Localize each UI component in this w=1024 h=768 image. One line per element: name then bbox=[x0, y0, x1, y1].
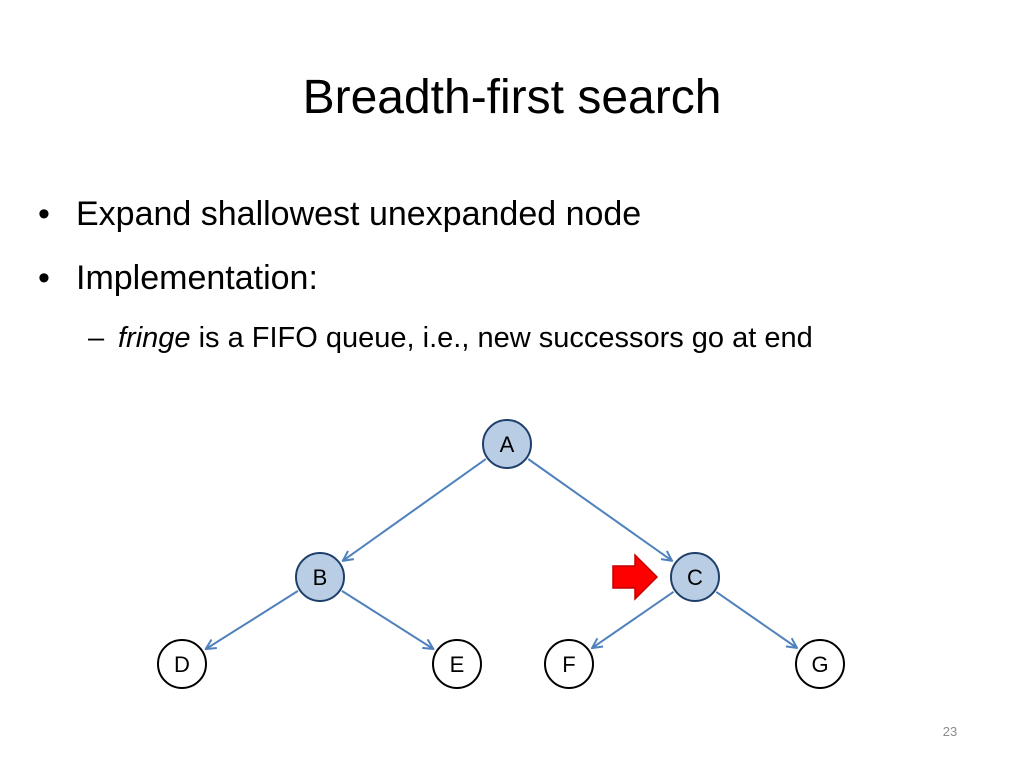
sub-bullet-marker: – bbox=[88, 322, 105, 354]
tree-nodes: A B C D E F G bbox=[157, 419, 845, 689]
tree-node-circle bbox=[544, 639, 594, 689]
bullet-marker: • bbox=[38, 259, 50, 297]
sub-bullet-text: is a FIFO queue, i.e., new successors go… bbox=[190, 322, 813, 354]
tree-node-circle bbox=[432, 639, 482, 689]
sub-bullet-emphasis: fringe bbox=[118, 322, 191, 354]
sub-bullet-item: –fringe is a FIFO queue, i.e., new succe… bbox=[0, 316, 1024, 360]
tree-node-circle bbox=[670, 552, 720, 602]
tree-node-circle bbox=[157, 639, 207, 689]
tree-node-label: D bbox=[174, 652, 190, 677]
tree-edge-a-c bbox=[527, 458, 672, 561]
tree-pointer bbox=[612, 553, 659, 601]
tree-node-circle bbox=[295, 552, 345, 602]
slide-title: Breadth-first search bbox=[302, 71, 722, 124]
tree-node-label: F bbox=[562, 652, 575, 677]
tree-node-d: D bbox=[157, 639, 207, 689]
bullet-item: • Implementation: bbox=[0, 252, 1024, 316]
tree-edge-a-b bbox=[343, 458, 487, 561]
tree-node-a: A bbox=[482, 419, 532, 469]
tree-node-b: B bbox=[295, 552, 345, 602]
tree-node-f: F bbox=[544, 639, 594, 689]
tree-node-label: E bbox=[450, 652, 465, 677]
tree-edge-c-f bbox=[592, 590, 675, 648]
red-arrow-icon bbox=[612, 553, 659, 601]
tree-node-e: E bbox=[432, 639, 482, 689]
tree-node-c: C bbox=[670, 552, 720, 602]
tree-edge-b-e bbox=[341, 590, 434, 649]
bullet-text: Implementation: bbox=[76, 259, 318, 297]
bullet-list: • Expand shallowest unexpanded node • Im… bbox=[0, 188, 1024, 360]
tree-edges bbox=[206, 458, 797, 649]
tree-edge-b-d bbox=[206, 590, 299, 649]
tree-node-label: C bbox=[687, 565, 703, 590]
tree-node-label: B bbox=[313, 565, 328, 590]
bullet-text: Expand shallowest unexpanded node bbox=[76, 195, 642, 233]
tree-node-circle bbox=[482, 419, 532, 469]
tree-node-label: A bbox=[500, 432, 515, 457]
tree-node-label: G bbox=[811, 652, 828, 677]
page-number: 23 bbox=[942, 724, 958, 739]
tree-edge-c-g bbox=[715, 591, 797, 648]
tree-node-circle bbox=[795, 639, 845, 689]
bullet-item: • Expand shallowest unexpanded node bbox=[0, 188, 1024, 252]
bullet-marker: • bbox=[38, 195, 50, 233]
tree-node-g: G bbox=[795, 639, 845, 689]
